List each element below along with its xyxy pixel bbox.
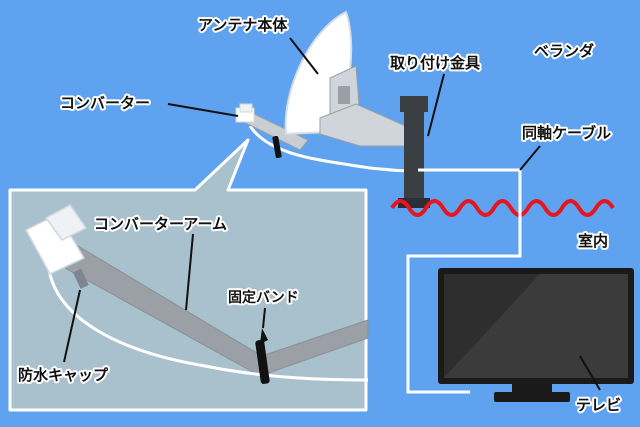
wall-wave: [390, 199, 615, 217]
zoomed-waterproof-cap: [72, 268, 89, 289]
label-indoor: 室内: [578, 232, 608, 250]
label-converter-arm: コンバーターアーム: [94, 215, 227, 233]
tv: [438, 268, 634, 402]
label-waterproof-cap: 防水キャップ: [18, 366, 109, 384]
label-coax-cable: 同軸ケーブル: [522, 124, 611, 142]
label-antenna-body: アンテナ本体: [198, 16, 288, 34]
label-tv: テレビ: [576, 396, 621, 414]
label-veranda: ベランダ: [534, 42, 594, 60]
leader-coax-cable: [519, 145, 541, 171]
mounting-bracket: [398, 96, 430, 208]
converter: [235, 103, 255, 123]
fixing-band: [272, 135, 282, 159]
leader-waterproof-cap: [63, 289, 81, 363]
zoomed-cable: [46, 261, 369, 382]
zoom-detail-panel: [8, 138, 368, 412]
leader-fixing-band: [262, 307, 266, 329]
leader-tv: [579, 355, 601, 391]
label-fixing-band: 固定バンド: [228, 289, 299, 306]
zoomed-fixing-band: [255, 328, 270, 384]
leader-converter-arm: [185, 233, 194, 311]
label-converter: コンバーター: [60, 94, 150, 112]
leader-converter: [167, 103, 239, 117]
leader-mounting-bracket: [427, 73, 445, 137]
leader-antenna-body: [289, 37, 319, 75]
label-mounting-bracket: 取り付け金具: [390, 54, 480, 72]
coax-cable: [406, 168, 522, 394]
zoomed-converter: [24, 204, 88, 275]
